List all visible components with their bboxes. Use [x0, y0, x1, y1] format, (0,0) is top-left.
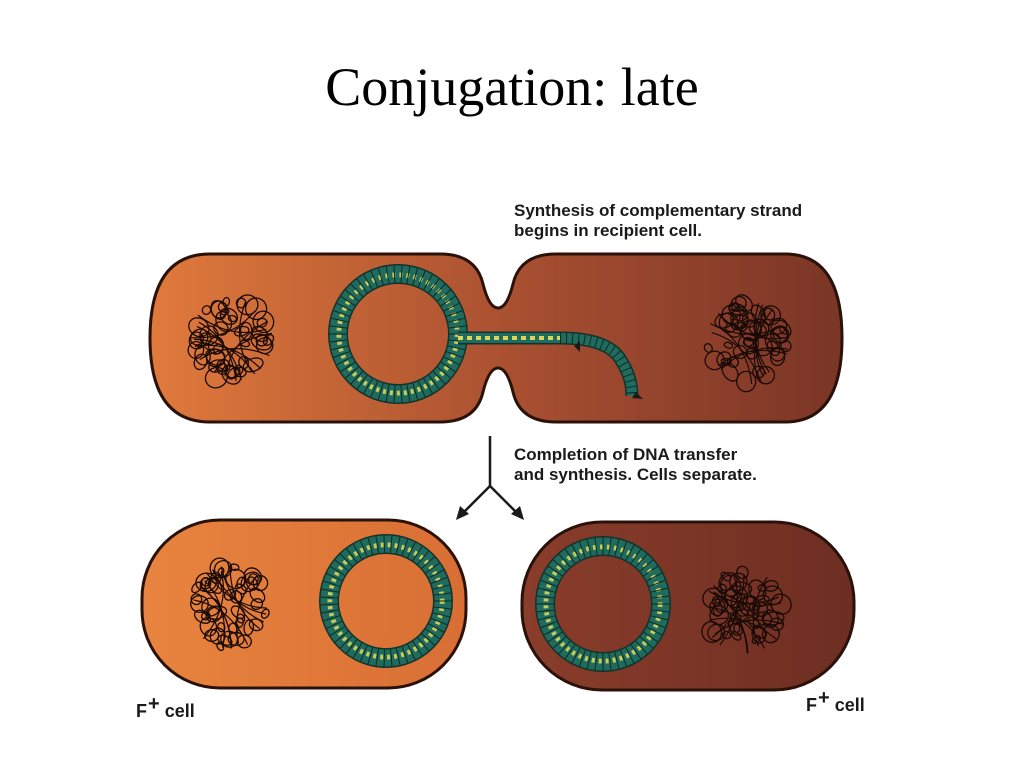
left-cell-label: F+ cell	[136, 693, 195, 723]
donor-plasmid-bottom	[319, 534, 453, 668]
daughter-donor-cell	[140, 518, 468, 690]
step2-caption: Completion of DNA transfer and synthesis…	[514, 445, 757, 485]
transferred-dna-strand	[458, 331, 639, 397]
arrow-right-head-icon	[511, 506, 524, 520]
step1-caption-line2: begins in recipient cell.	[514, 221, 702, 240]
donor-chromosome	[187, 294, 275, 389]
step1-caption-line1: Synthesis of complementary strand	[514, 201, 803, 220]
right-cell-label-sup: +	[818, 687, 830, 709]
conjugating-cells	[148, 252, 844, 424]
slide-title: Conjugation: late	[325, 57, 699, 117]
synthesis-arrow-icon	[574, 341, 580, 352]
left-cell-label-sup: +	[148, 693, 160, 715]
step1-caption: Synthesis of complementary strand begins…	[514, 201, 802, 241]
recipient-plasmid-bottom	[535, 536, 671, 672]
recipient-chromosome	[703, 294, 792, 393]
strand-end-arrow-icon	[632, 392, 643, 399]
right-cell-label-main: F	[806, 695, 817, 715]
step2-caption-line1: Completion of DNA transfer	[514, 445, 738, 464]
recipient-chromosome-bottom	[701, 565, 792, 654]
left-cell-label-tail: cell	[164, 701, 195, 721]
arrow-left-head-icon	[456, 506, 469, 520]
step2-caption-line2: and synthesis. Cells separate.	[514, 465, 757, 484]
right-cell-label: F+ cell	[806, 687, 865, 717]
separation-arrows	[456, 436, 524, 520]
daughter-recipient-cell	[520, 520, 856, 692]
donor-chromosome-bottom	[190, 557, 270, 652]
left-cell-label-main: F	[136, 701, 147, 721]
right-cell-label-tail: cell	[834, 695, 865, 715]
